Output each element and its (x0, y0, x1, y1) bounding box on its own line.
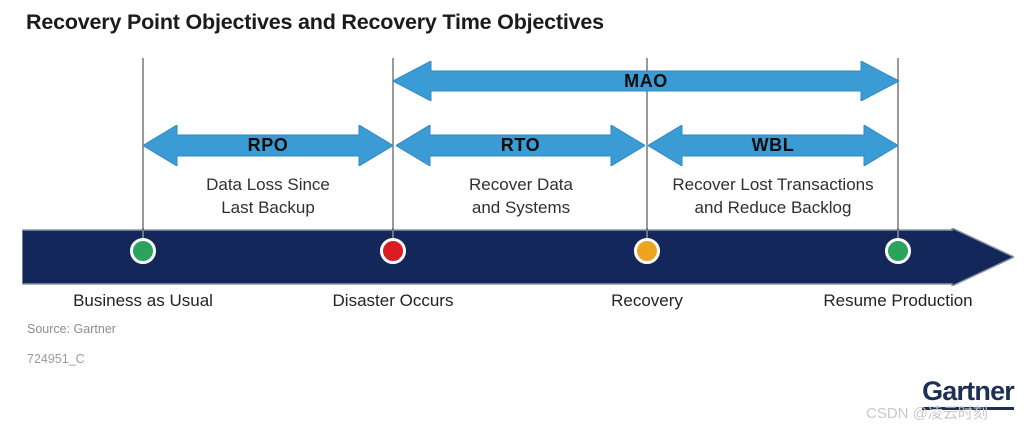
rto-arrow-shape (396, 125, 645, 166)
guide-line-business-as-usual (142, 58, 144, 240)
dot-stem-resume-production (897, 228, 899, 244)
milestone-label-resume-production: Resume Production (823, 291, 973, 310)
timeline-arrow-shape (22, 228, 1014, 286)
milestone-label-business-as-usual: Business as Usual (73, 291, 213, 310)
milestone-dot-recovery[interactable] (634, 238, 660, 264)
csdn-watermark: CSDN @凌云时刻 (866, 405, 988, 422)
caption-rpo: Data Loss Since Last Backup (143, 173, 393, 220)
caption-rpo-line2: Last Backup (221, 198, 315, 218)
guide-line-recovery (646, 58, 648, 240)
page-title: Recovery Point Objectives and Recovery T… (26, 10, 604, 34)
gartner-logo: Gartner (922, 376, 1015, 410)
gartner-logo-wordmark: Gartner (922, 376, 1015, 406)
caption-rto-line2: and Systems (471, 198, 571, 218)
milestone-label-recovery: Recovery (611, 291, 683, 310)
gartner-logo-underline (922, 407, 1014, 410)
arrow-wbl-label: WBL (751, 135, 795, 155)
rpo-arrow-shape (143, 125, 393, 166)
guide-line-resume-production (897, 58, 899, 240)
milestone-label-disaster-occurs: Disaster Occurs (332, 291, 454, 310)
milestone-dot-business-as-usual[interactable] (130, 238, 156, 264)
milestone-dot-resume-production[interactable] (885, 238, 911, 264)
mao-arrow-shape (393, 61, 899, 101)
caption-wbl-line2: and Reduce Backlog (694, 198, 852, 218)
caption-rpo-line1: Data Loss Since (206, 175, 330, 194)
milestone-dot-disaster-occurs[interactable] (380, 238, 406, 264)
arrow-rpo: RPO (143, 125, 393, 166)
dot-stem-recovery (646, 228, 648, 244)
arrow-wbl: WBL (648, 125, 898, 166)
source-attribution: Source: Gartner (27, 322, 116, 336)
arrow-rto-label: RTO (500, 135, 541, 155)
caption-rto: Recover Data and Systems (397, 173, 645, 220)
document-id: 724951_C (27, 352, 85, 366)
arrow-rto: RTO (396, 125, 645, 166)
arrow-mao: MAO (393, 61, 899, 101)
dot-stem-business-as-usual (142, 228, 144, 244)
arrow-mao-label: MAO (624, 70, 668, 91)
caption-wbl-line1: Recover Lost Transactions (672, 175, 874, 194)
arrow-rpo-label: RPO (247, 135, 289, 155)
caption-rto-line1: Recover Data (469, 175, 573, 194)
wbl-arrow-shape (648, 125, 898, 166)
dot-stem-disaster-occurs (392, 228, 394, 244)
timeline-bar (22, 228, 1014, 286)
guide-line-disaster-occurs (392, 58, 394, 240)
caption-wbl: Recover Lost Transactions and Reduce Bac… (648, 173, 898, 220)
